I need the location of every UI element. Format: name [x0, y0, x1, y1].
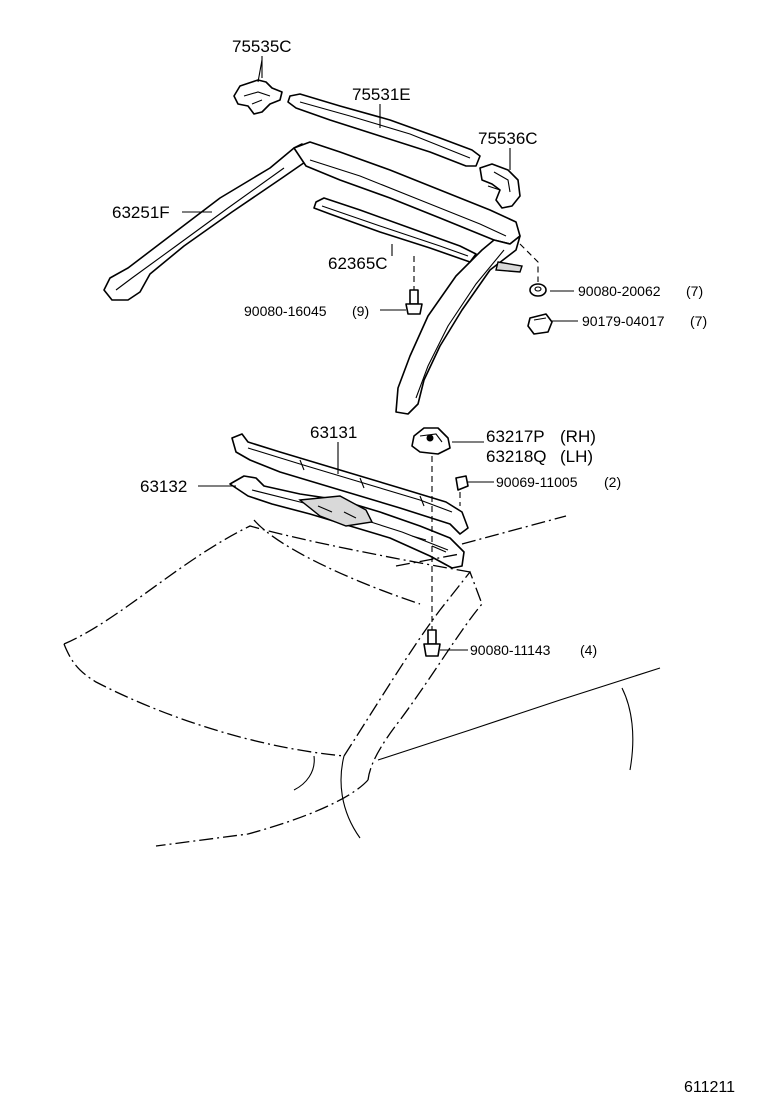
label-63251F: 63251F	[112, 203, 170, 222]
label-75535C: 75535C	[232, 37, 292, 56]
molding-end-75536C	[479, 163, 521, 209]
qty-90069-11005: (2)	[604, 474, 621, 490]
bolt-90080-11143	[423, 456, 441, 657]
label-90179-04017: 90179-04017	[582, 313, 665, 329]
qty-90080-11143: (4)	[580, 642, 597, 658]
label-90080-16045: 90080-16045	[244, 303, 327, 319]
part-labels: 75535C 75531E 75536C 63251F 62365C 90080…	[112, 37, 735, 1096]
bracket-63217P-63218Q	[411, 427, 451, 455]
side-63217P: (RH)	[560, 427, 596, 446]
reinforcement-63131	[231, 433, 469, 535]
clip-90179-04017	[527, 313, 553, 335]
label-75536C: 75536C	[478, 129, 538, 148]
side-63218Q: (LH)	[560, 447, 593, 466]
label-63132: 63132	[140, 477, 187, 496]
screw-90080-16045	[405, 256, 423, 315]
diagram-id: 611211	[684, 1079, 735, 1096]
windshield-phantom-outline	[63, 515, 567, 847]
label-63131: 63131	[310, 423, 357, 442]
label-90080-11143: 90080-11143	[470, 642, 551, 658]
bolt-90069-11005	[455, 475, 469, 506]
label-75531E: 75531E	[352, 85, 411, 104]
label-90069-11005: 90069-11005	[496, 474, 578, 490]
roof-side-rail-63251F	[103, 141, 523, 415]
molding-end-75535C	[233, 59, 283, 115]
label-90080-20062: 90080-20062	[578, 283, 661, 299]
label-62365C: 62365C	[328, 254, 388, 273]
label-63217P: 63217P	[486, 427, 545, 446]
car-body-outline	[293, 667, 661, 839]
qty-90080-16045: (9)	[352, 303, 369, 319]
leader-lines	[182, 56, 578, 651]
reinforcement-63132	[229, 475, 465, 569]
label-63218Q: 63218Q	[486, 447, 547, 466]
qty-90179-04017: (7)	[690, 313, 707, 329]
weatherstrip-62365C	[313, 197, 477, 263]
nut-90080-20062	[519, 243, 547, 297]
qty-90080-20062: (7)	[686, 283, 703, 299]
